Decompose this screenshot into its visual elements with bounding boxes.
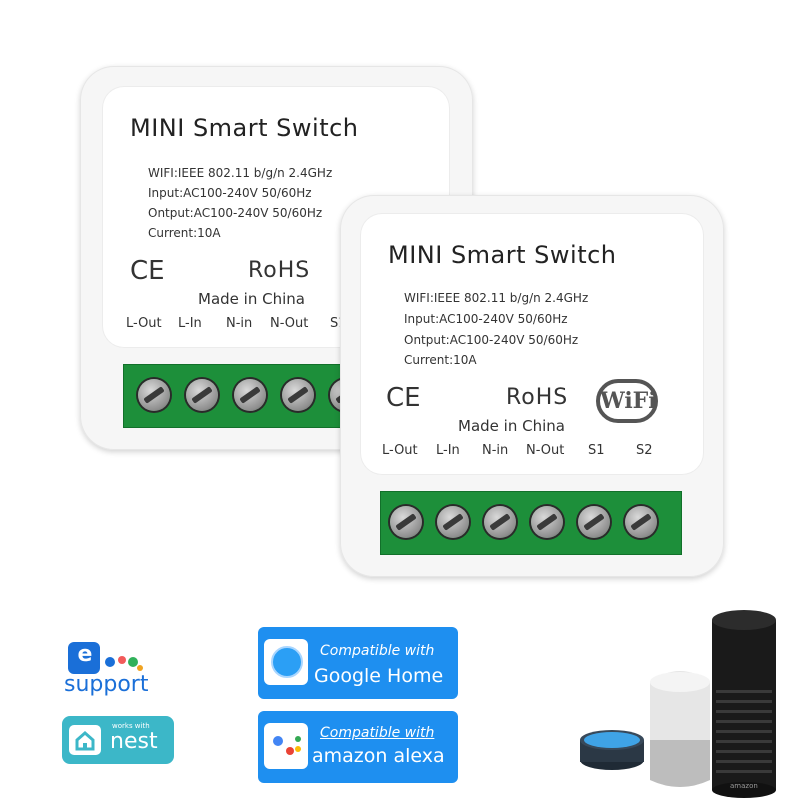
front-terminal-s2: S2	[636, 443, 653, 458]
ewelink-support-text: support	[64, 672, 149, 697]
back-device-title: MINI Smart Switch	[130, 114, 359, 142]
front-device-title: MINI Smart Switch	[388, 241, 617, 269]
front-label-panel	[360, 213, 704, 475]
front-made-in: Made in China	[458, 417, 565, 435]
back-terminal-nin: N-in	[226, 316, 253, 331]
wifi-logo-icon: WiFi	[596, 379, 658, 423]
front-switch-module: MINI Smart Switch WIFI:IEEE 802.11 b/g/n…	[340, 195, 724, 577]
alexa-icon-bg	[264, 723, 308, 769]
works-with-text: works with	[112, 722, 150, 730]
ewelink-support-logo: e support	[60, 640, 170, 700]
screw-icon	[437, 506, 469, 538]
back-made-in: Made in China	[198, 290, 305, 308]
front-spec-input: Input:AC100-240V 50/60Hz	[404, 312, 568, 326]
amazon-alexa-badge: Compatible with amazon alexa	[258, 711, 458, 783]
front-spec-wifi: WIFI:IEEE 802.11 b/g/n 2.4GHz	[404, 291, 589, 305]
google-home-badge: Compatible with Google Home	[258, 627, 458, 699]
smart-speakers-image	[580, 610, 776, 798]
back-spec-input: Input:AC100-240V 50/60Hz	[148, 186, 312, 200]
google-assistant-icon	[271, 646, 303, 678]
front-terminal-lin: L-In	[436, 443, 460, 458]
screw-icon	[282, 379, 314, 411]
screw-icon	[186, 379, 218, 411]
back-rohs-mark: RoHS	[248, 258, 311, 283]
screw-icon	[531, 506, 563, 538]
front-terminal-nin: N-in	[482, 443, 509, 458]
google-home-text: Google Home	[314, 665, 444, 687]
front-terminal-block	[380, 491, 682, 555]
ewelink-letter: e	[77, 642, 93, 667]
screw-icon	[390, 506, 422, 538]
front-terminal-lout: L-Out	[382, 443, 418, 458]
google-compatible-text: Compatible with	[320, 643, 435, 659]
alexa-text: amazon alexa	[312, 745, 445, 767]
echo-brand-label: amazon	[730, 782, 758, 790]
works-with-nest-badge: works with nest	[62, 716, 174, 764]
front-terminal-s1: S1	[588, 443, 605, 458]
nest-text: nest	[110, 729, 158, 754]
back-terminal-lout: L-Out	[126, 316, 162, 331]
back-spec-current: Current:10A	[148, 226, 221, 240]
front-terminal-nout: N-Out	[526, 443, 565, 458]
ewelink-dots-icon	[105, 656, 143, 671]
screw-icon	[234, 379, 266, 411]
back-spec-wifi: WIFI:IEEE 802.11 b/g/n 2.4GHz	[148, 166, 333, 180]
screw-icon	[625, 506, 657, 538]
home-icon	[69, 725, 101, 755]
google-assistant-dots-icon	[273, 736, 301, 755]
back-ce-mark: CE	[130, 256, 165, 286]
front-ce-mark: CE	[386, 383, 421, 413]
screw-icon	[138, 379, 170, 411]
back-terminal-lin: L-In	[178, 316, 202, 331]
front-rohs-mark: RoHS	[506, 385, 569, 410]
screw-icon	[484, 506, 516, 538]
screw-icon	[578, 506, 610, 538]
back-terminal-nout: N-Out	[270, 316, 309, 331]
back-spec-output: Ontput:AC100-240V 50/60Hz	[148, 206, 323, 220]
front-spec-current: Current:10A	[404, 353, 477, 367]
alexa-compatible-text: Compatible with	[320, 725, 435, 741]
ewelink-e-icon	[68, 642, 100, 674]
front-spec-output: Ontput:AC100-240V 50/60Hz	[404, 333, 579, 347]
